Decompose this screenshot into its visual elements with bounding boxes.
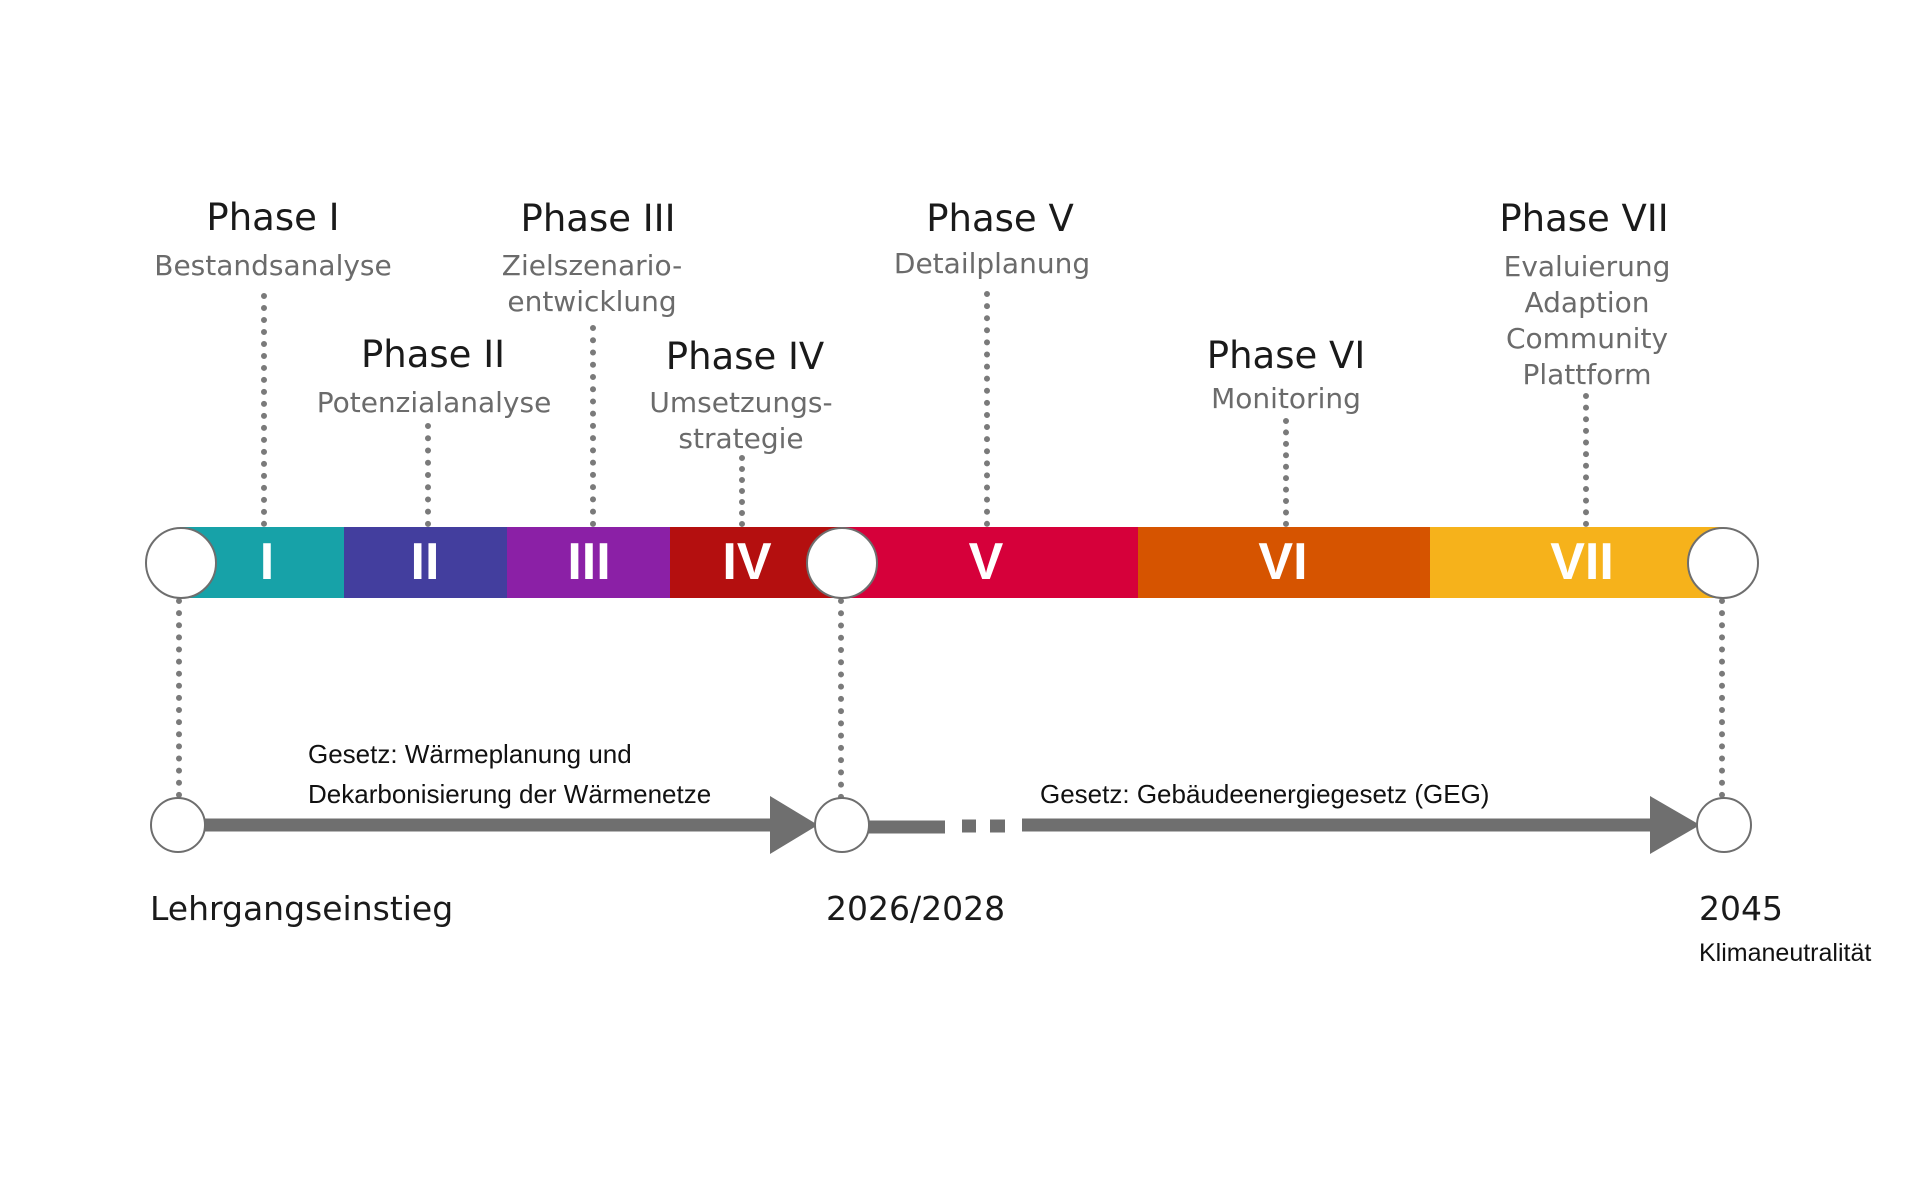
milestone-end-label: 2045 bbox=[1699, 889, 1783, 928]
phase-7-description: Evaluierung Adaption Community Plattform bbox=[1503, 250, 1671, 391]
phase-2-description: Potenzialanalyse bbox=[316, 386, 552, 419]
timeline-band-phase-5 bbox=[841, 527, 1138, 598]
phase-1-title: Phase I bbox=[206, 196, 340, 239]
connector-phase-7 bbox=[1583, 393, 1589, 527]
timeline-node-end bbox=[1687, 527, 1759, 599]
phase-7-numeral: VII bbox=[1550, 533, 1614, 591]
timeline-band-phase-2 bbox=[344, 527, 507, 598]
milestone-node-start bbox=[150, 797, 206, 853]
phase-1-description: Bestandsanalyse bbox=[154, 249, 392, 282]
phase-3-title: Phase III bbox=[520, 197, 676, 240]
phase-2-numeral: II bbox=[410, 533, 440, 591]
connector-phase-4 bbox=[739, 455, 745, 527]
connector-end bbox=[1719, 598, 1725, 798]
arrow-law-1-head bbox=[770, 796, 818, 854]
connector-phase-3 bbox=[590, 325, 596, 527]
phase-5-title: Phase V bbox=[926, 197, 1074, 240]
phase-6-description: Monitoring bbox=[1211, 382, 1361, 415]
connector-phase-1 bbox=[261, 293, 267, 527]
phase-2-title: Phase II bbox=[360, 333, 506, 376]
timeline-band-phase-6 bbox=[1138, 527, 1430, 598]
milestone-start-label: Lehrgangseinstieg bbox=[150, 889, 454, 928]
milestone-mid-label: 2026/2028 bbox=[826, 889, 1006, 928]
arrow-law-2-head bbox=[1650, 796, 1700, 854]
phase-3-numeral: III bbox=[567, 533, 611, 591]
milestone-node-end bbox=[1696, 797, 1752, 853]
timeline-band-phase-7 bbox=[1430, 527, 1722, 598]
connector-phase-6 bbox=[1283, 418, 1289, 527]
phase-4-title: Phase IV bbox=[665, 335, 825, 378]
phase-1-numeral: I bbox=[259, 533, 275, 591]
phase-5-description: Detailplanung bbox=[893, 247, 1091, 280]
timeline-band-phase-3 bbox=[507, 527, 670, 598]
connector-start bbox=[176, 598, 182, 798]
phase-3-description: Zielszenario- entwicklung bbox=[501, 249, 683, 318]
connector-phase-5 bbox=[984, 291, 990, 527]
law-geg: Gesetz: Gebäudeenergiegesetz (GEG) bbox=[1040, 779, 1490, 809]
law-waermeplanung: Gesetz: Wärmeplanung und Dekarbonisierun… bbox=[308, 739, 712, 809]
milestone-end-note: Klimaneutralität bbox=[1699, 939, 1872, 967]
phase-6-numeral: VI bbox=[1258, 533, 1308, 591]
phase-7-title: Phase VII bbox=[1499, 197, 1669, 240]
phase-4-description: Umsetzungs- strategie bbox=[649, 386, 833, 455]
phase-4-numeral: IV bbox=[722, 533, 772, 591]
phase-5-numeral: V bbox=[968, 533, 1004, 591]
connector-mid bbox=[838, 598, 844, 800]
connector-phase-2 bbox=[425, 423, 431, 527]
timeline-node-start bbox=[145, 527, 217, 599]
milestone-node-mid bbox=[814, 797, 870, 853]
timeline-node-mid bbox=[806, 527, 878, 599]
phase-6-title: Phase VI bbox=[1206, 334, 1366, 377]
